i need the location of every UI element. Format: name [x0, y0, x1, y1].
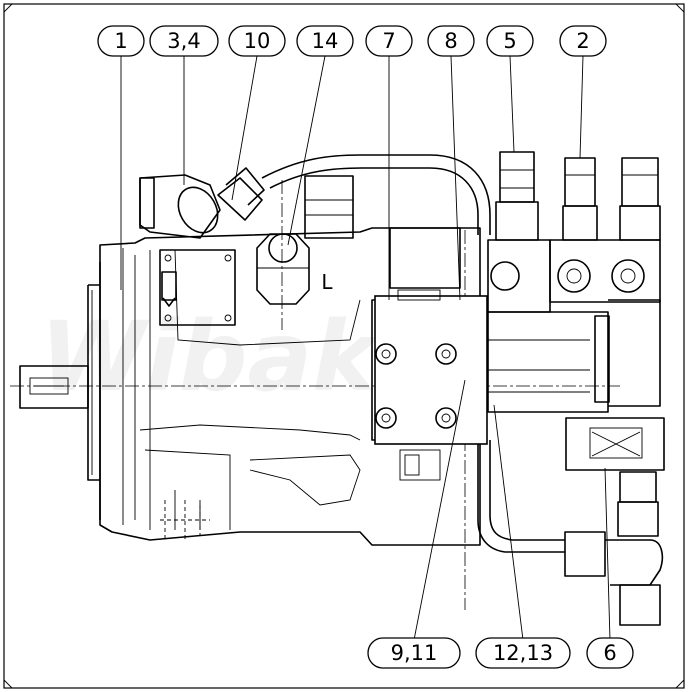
drawing-frame — [3, 3, 685, 689]
callout-8: 8 — [427, 25, 475, 57]
callout-12-13: 12,13 — [475, 637, 571, 669]
control-plate — [159, 249, 236, 326]
angled-fitting — [139, 167, 354, 239]
leader-lines — [120, 55, 611, 641]
callout-9-11: 9,11 — [367, 637, 461, 669]
leak-port: L — [256, 233, 333, 305]
callout-10-label: 10 — [244, 29, 271, 53]
valve-block — [374, 227, 488, 481]
callout-2-label: 2 — [576, 29, 589, 53]
valve-cluster — [487, 151, 661, 413]
pump-housing — [10, 180, 620, 610]
callout-3-4: 3,4 — [149, 25, 219, 57]
pipe-loop — [261, 154, 565, 553]
callout-1: 1 — [97, 25, 145, 57]
callout-12-13-label: 12,13 — [493, 641, 553, 665]
callout-5-label: 5 — [503, 29, 516, 53]
callout-2: 2 — [559, 25, 607, 57]
callout-7-label: 7 — [382, 29, 395, 53]
callout-7: 7 — [365, 25, 413, 57]
callout-5: 5 — [486, 25, 534, 57]
leak-port-label: L — [321, 270, 333, 294]
lower-fitting — [564, 417, 665, 626]
callout-6: 6 — [586, 637, 634, 669]
callout-14: 14 — [296, 25, 354, 57]
callout-3-4-label: 3,4 — [167, 29, 200, 53]
callout-9-11-label: 9,11 — [391, 641, 438, 665]
corner-marks — [3, 3, 685, 689]
callout-8-label: 8 — [444, 29, 457, 53]
callout-1-label: 1 — [114, 29, 127, 53]
callout-6-label: 6 — [603, 641, 616, 665]
callout-14-label: 14 — [312, 29, 339, 53]
callout-10: 10 — [228, 25, 286, 57]
